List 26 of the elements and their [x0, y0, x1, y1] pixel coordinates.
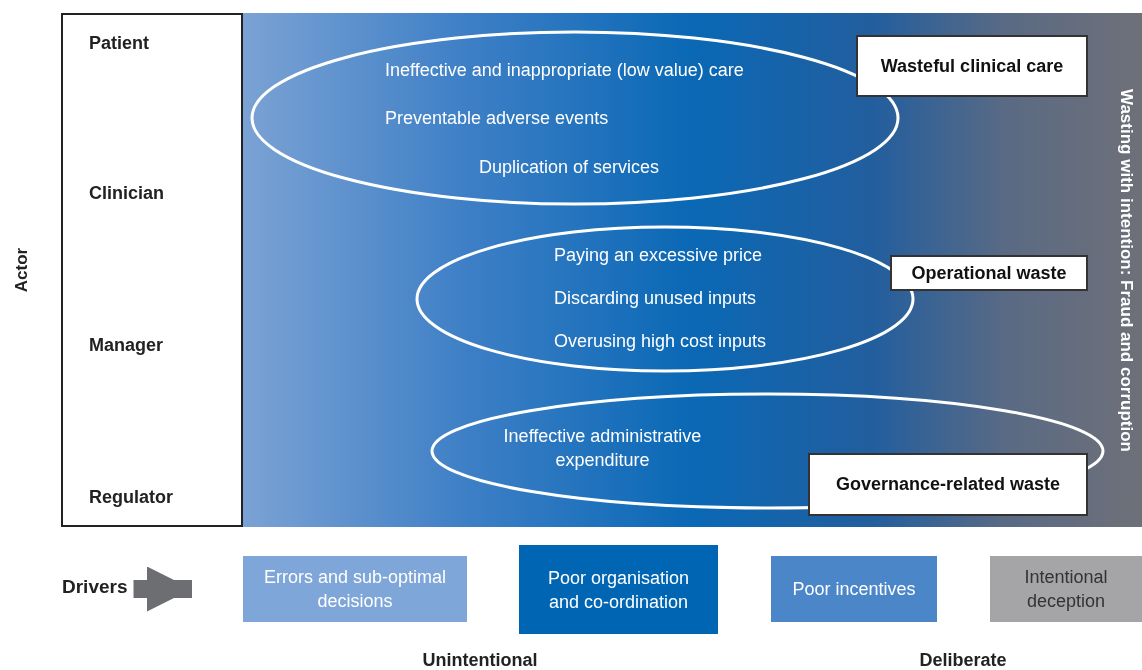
waste-item: Preventable adverse events [385, 107, 609, 130]
actor-label: Manager [89, 335, 164, 356]
category-label: Operational waste [890, 255, 1088, 291]
vertical-label: Wasting with intention: Fraud and corruption [1116, 87, 1136, 454]
driver-box: Errors and sub-optimal decisions [243, 556, 467, 622]
waste-item: Ineffective and inappropriate (low value) care [385, 59, 744, 82]
waste-item: Overusing high cost inputs [554, 330, 767, 353]
category-label: Wasteful clinical care [856, 35, 1088, 97]
waste-item: Duplication of services [479, 156, 660, 179]
row-label: Drivers [62, 576, 128, 598]
waste-item: Paying an excessive price [554, 244, 763, 267]
waste-item: Discarding unused inputs [554, 287, 757, 310]
driver-box: Poor organisation and co-ordination [519, 545, 718, 634]
waste-item: Ineffective administrative expenditure [502, 425, 703, 472]
actor-label: Clinician [89, 183, 164, 204]
axis-label: Actor [12, 247, 32, 293]
axis-label: Unintentional [422, 649, 538, 670]
actor-label: Regulator [89, 487, 173, 508]
driver-box: Intentional deception [990, 556, 1142, 622]
actor-column [61, 13, 243, 527]
driver-box: Poor incentives [771, 556, 937, 622]
block-arrow [133, 566, 192, 612]
gradient-panel [243, 13, 1142, 527]
actor-label: Patient [89, 33, 149, 54]
category-label: Governance-related waste [808, 453, 1088, 516]
axis-label: Deliberate [919, 649, 1007, 670]
